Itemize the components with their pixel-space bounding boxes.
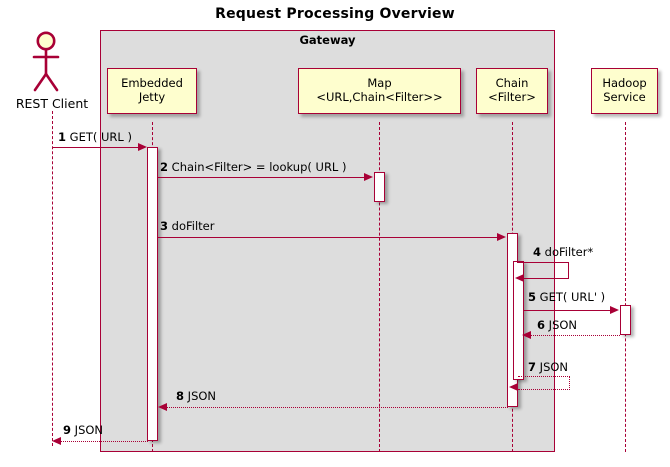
- message-2-text: Chain<Filter> = lookup( URL ): [171, 160, 347, 174]
- message-6-number: 6: [537, 318, 546, 332]
- message-5-line: [524, 310, 611, 311]
- message-2-arrowhead-icon: [364, 172, 373, 181]
- message-9-text: JSON: [74, 423, 104, 437]
- message-6-arrowhead-icon: [522, 330, 531, 339]
- message-3-line: [157, 237, 498, 238]
- message-5-label: 5 GET( URL' ): [528, 290, 605, 304]
- message-6-line: [531, 335, 620, 336]
- message-2-label: 2 Chain<Filter> = lookup( URL ): [160, 160, 346, 174]
- participant-chain-line2: <Filter>: [488, 90, 536, 104]
- message-3-arrowhead-icon: [497, 232, 506, 241]
- lifeline-hadoop-service: [625, 122, 626, 452]
- message-9-number: 9: [63, 423, 72, 437]
- participant-hadoop-line2: Service: [603, 90, 646, 104]
- lifeline-map: [379, 122, 380, 452]
- participant-embedded-jetty-line2: Jetty: [138, 90, 166, 104]
- message-1-text: GET( URL ): [69, 130, 132, 144]
- message-4-self-call-loop: [517, 262, 569, 279]
- participant-hadoop-line1: Hadoop: [602, 76, 647, 91]
- activation-map: [374, 172, 385, 202]
- message-3-number: 3: [160, 219, 169, 233]
- message-8-arrowhead-icon: [158, 402, 167, 411]
- message-7-text: JSON: [539, 360, 569, 374]
- message-9-label: 9 JSON: [63, 423, 103, 437]
- message-5-arrowhead-icon: [610, 305, 619, 314]
- activation-embedded-jetty: [147, 147, 158, 441]
- message-7-self-return-loop: [518, 376, 570, 390]
- participant-hadoop-service[interactable]: Hadoop Service: [591, 68, 658, 114]
- activation-hadoop-service: [620, 305, 631, 335]
- participant-map-line2: <URL,Chain<Filter>>: [316, 90, 443, 104]
- message-6-text: JSON: [548, 318, 578, 332]
- participant-map[interactable]: Map <URL,Chain<Filter>>: [298, 68, 461, 114]
- message-4-number: 4: [533, 245, 542, 259]
- message-7-arrowhead-icon: [509, 383, 518, 391]
- actor-rest-client: [28, 30, 76, 102]
- participant-chain-line1: Chain: [495, 76, 529, 91]
- message-7-number: 7: [528, 360, 537, 374]
- message-9-line: [61, 441, 148, 442]
- message-1-line: [52, 147, 139, 148]
- message-1-number: 1: [58, 130, 67, 144]
- message-9-arrowhead-icon: [52, 436, 61, 445]
- message-8-line: [167, 407, 508, 408]
- message-4-arrowhead-icon: [515, 274, 524, 282]
- participant-chain[interactable]: Chain <Filter>: [476, 68, 548, 114]
- activation-chain-inner: [513, 261, 524, 380]
- message-8-text: JSON: [187, 389, 217, 403]
- message-2-line: [157, 177, 365, 178]
- actor-label: REST Client: [15, 96, 89, 111]
- message-5-number: 5: [528, 290, 537, 304]
- message-3-text: doFilter: [171, 219, 215, 233]
- message-1-label: 1 GET( URL ): [58, 130, 132, 144]
- message-7-label: 7 JSON: [528, 360, 568, 374]
- participant-embedded-jetty[interactable]: Embedded Jetty: [107, 68, 197, 114]
- message-5-text: GET( URL' ): [539, 290, 606, 304]
- message-8-label: 8 JSON: [176, 389, 216, 403]
- gateway-frame-label: Gateway: [299, 33, 356, 47]
- participant-map-line1: Map: [367, 76, 392, 91]
- diagram-title: Request Processing Overview: [215, 6, 455, 22]
- message-3-label: 3 doFilter: [160, 219, 215, 233]
- message-1-arrowhead-icon: [138, 142, 147, 151]
- message-4-text: doFilter*: [544, 245, 594, 259]
- message-8-number: 8: [176, 389, 185, 403]
- lifeline-rest-client: [52, 111, 53, 446]
- stick-figure-actor-icon: [32, 31, 60, 92]
- message-4-label: 4 doFilter*: [533, 245, 593, 259]
- message-2-number: 2: [160, 160, 169, 174]
- message-6-label: 6 JSON: [537, 318, 577, 332]
- participant-embedded-jetty-line1: Embedded: [121, 76, 183, 91]
